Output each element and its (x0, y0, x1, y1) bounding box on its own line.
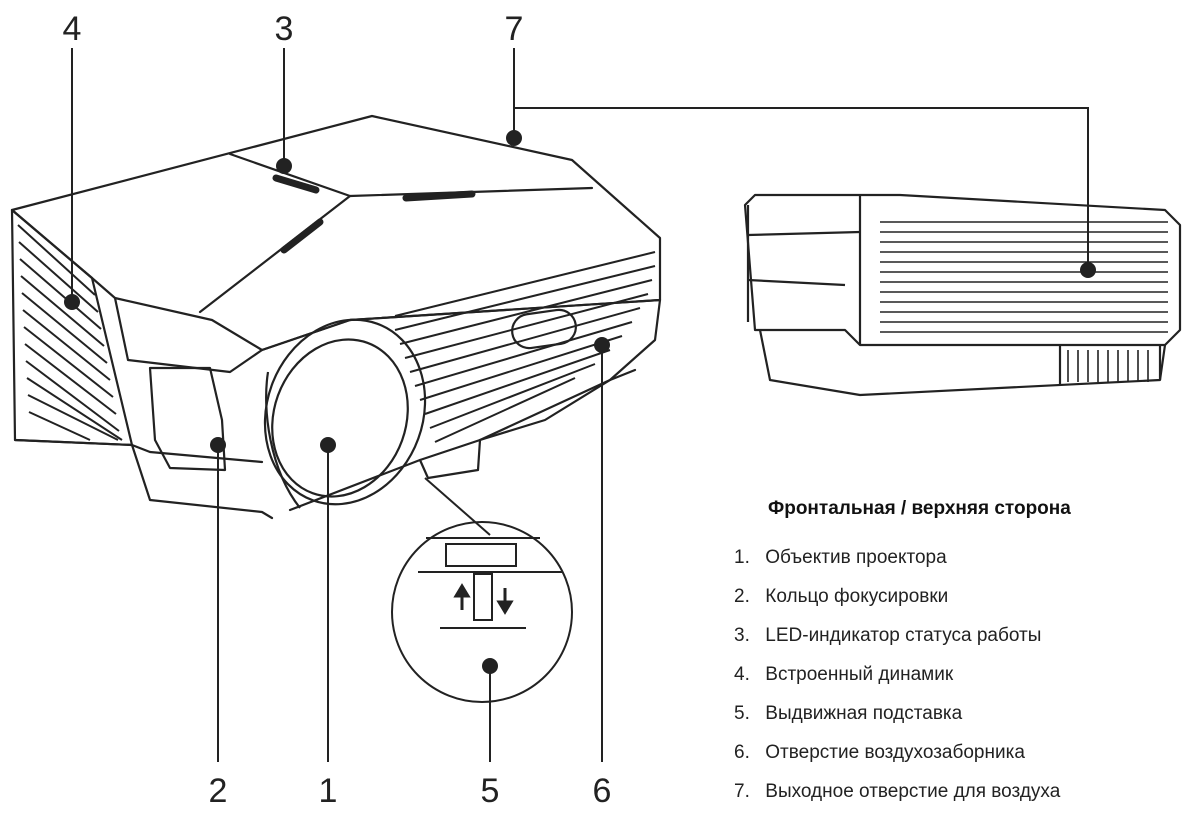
leader-lines (71, 48, 1089, 762)
back-vent-grille (880, 221, 1168, 333)
legend-item-label: Встроенный динамик (765, 664, 954, 685)
callout-dot-6 (594, 337, 610, 353)
callout-dots (64, 130, 1096, 674)
projector-lens (263, 318, 427, 509)
callout-dot-7-back (1080, 262, 1096, 278)
legend-item-number: 7. (734, 781, 750, 802)
stand-zoom-detail (391, 477, 573, 703)
projector-top-panel (10, 114, 662, 352)
callout-number-7: 7 (505, 10, 524, 48)
legend-item-6: 6. Отверстие воздухозаборника (734, 733, 1184, 772)
callout-number-6: 6 (593, 772, 612, 810)
legend-item-label: Выдвижная подставка (765, 703, 963, 724)
legend-title: Фронтальная / верхняя сторона (768, 498, 1071, 519)
legend-item-2: 2. Кольцо фокусировки (734, 577, 1184, 616)
callout-number-1: 1 (319, 772, 338, 810)
callout-number-2: 2 (209, 772, 228, 810)
legend-item-7: 7. Выходное отверстие для воздуха (734, 772, 1184, 811)
callout-dot-3 (276, 158, 292, 174)
legend-list: 1. Объектив проектора 2. Кольцо фокусиро… (734, 538, 1184, 811)
intake-vents (394, 251, 656, 443)
callout-dot-4 (64, 294, 80, 310)
stand-arrows (453, 583, 514, 615)
speaker-grille (17, 224, 123, 441)
callout-dot-7-front (506, 130, 522, 146)
led-indicator-bars (272, 174, 476, 254)
legend-item-5: 5. Выдвижная подставка (734, 694, 1184, 733)
legend-item-3: 3. LED-индикатор статуса работы (734, 616, 1184, 655)
projector-back-view (743, 193, 1182, 397)
legend-item-number: 2. (734, 586, 750, 607)
legend-item-label: Кольцо фокусировки (765, 586, 949, 607)
legend-item-4: 4. Встроенный динамик (734, 655, 1184, 694)
projector-front-face (260, 298, 662, 512)
legend-item-label: Отверстие воздухозаборника (765, 742, 1025, 763)
callout-number-5: 5 (481, 772, 500, 810)
legend-item-label: Выходное отверстие для воздуха (765, 781, 1061, 802)
callout-dot-2 (210, 437, 226, 453)
back-foot-grille (1067, 350, 1149, 382)
callout-dot-1 (320, 437, 336, 453)
callout-number-4: 4 (63, 10, 82, 48)
legend-item-number: 4. (734, 664, 750, 685)
legend-item-number: 6. (734, 742, 750, 763)
legend-item-1: 1. Объектив проектора (734, 538, 1184, 577)
legend-item-label: Объектив проектора (765, 547, 947, 568)
legend-item-number: 3. (734, 625, 750, 646)
callout-number-3: 3 (275, 10, 294, 48)
legend-item-number: 5. (734, 703, 750, 724)
callout-dot-5 (482, 658, 498, 674)
legend-item-label: LED-индикатор статуса работы (765, 625, 1042, 646)
legend-item-number: 1. (734, 547, 750, 568)
parts-legend: Фронтальная / верхняя сторона 1. Объекти… (734, 498, 1184, 811)
